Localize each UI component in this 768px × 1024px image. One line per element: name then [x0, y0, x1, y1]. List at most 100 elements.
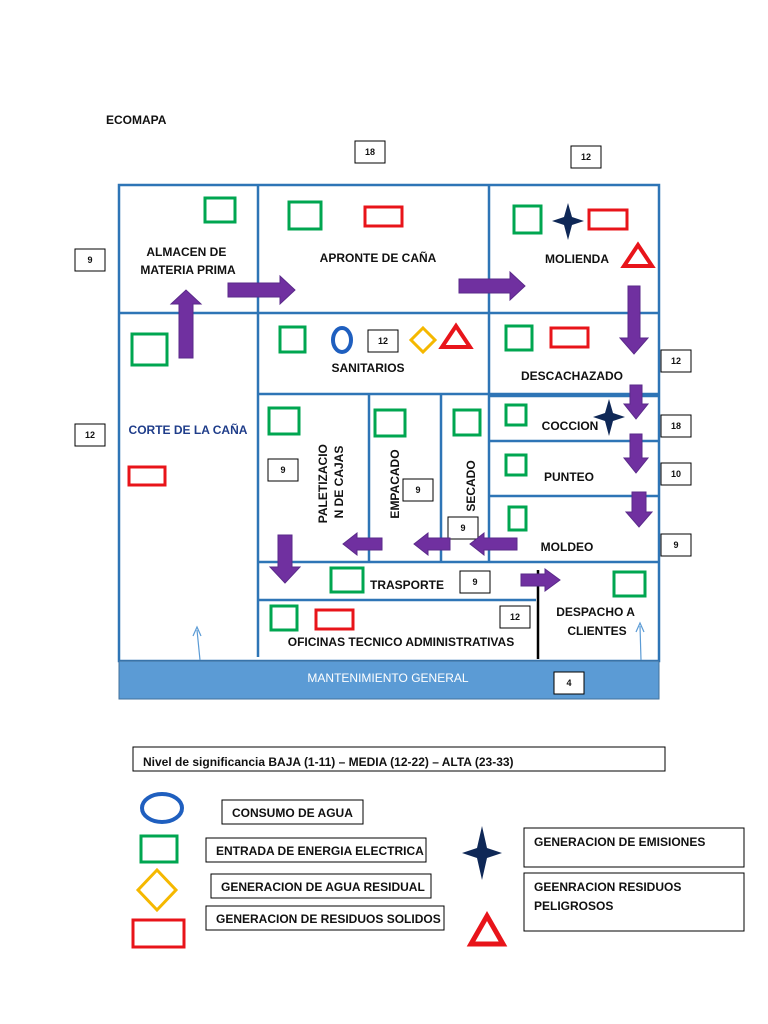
score-almacen: 9: [74, 248, 106, 272]
arrow-right-icon: [227, 274, 296, 306]
legend-hazardous-label: GEENRACION RESIDUOS PELIGROSOS: [534, 880, 685, 913]
significance-label: Nivel de significancia BAJA (1-11) – MED…: [143, 755, 514, 769]
energy-icon: [269, 604, 299, 632]
energy-icon: [287, 200, 323, 231]
svg-text:18: 18: [671, 421, 681, 431]
area-coccion-label: COCCION: [542, 419, 599, 433]
svg-text:12: 12: [510, 612, 520, 622]
area-molienda-label: MOLIENDA: [545, 252, 609, 266]
water-icon: [331, 326, 353, 354]
legend-wastewater-icon: [135, 867, 179, 913]
thin-arrowhead-icon: [635, 621, 645, 633]
svg-text:12: 12: [671, 356, 681, 366]
score-oficinas: 12: [499, 605, 531, 629]
svg-text:9: 9: [280, 465, 285, 475]
svg-text:12: 12: [85, 430, 95, 440]
area-despacho-line1: DESPACHO A: [556, 605, 635, 619]
solid-waste-icon: [549, 326, 590, 349]
arrow-down-icon: [622, 384, 650, 420]
area-sanitarios-label: SANITARIOS: [331, 361, 404, 375]
score-trasporte: 9: [459, 570, 491, 594]
legend-solid-label: GENERACION DE RESIDUOS SOLIDOS: [216, 912, 441, 926]
legend-hazardous-box: [523, 872, 745, 932]
arrow-down-icon: [268, 534, 302, 584]
legend-hazardous-icon: [466, 910, 508, 947]
energy-icon: [130, 332, 169, 367]
score-sanitarios: 12: [367, 329, 399, 353]
thin-arrowhead-icon: [192, 625, 202, 637]
area-paletizacion-line2: N DE CAJAS: [332, 446, 346, 519]
emission-icon: [593, 399, 625, 436]
solid-waste-icon: [587, 208, 629, 231]
score-mantenimiento: 4: [553, 671, 585, 695]
score-punteo: 10: [660, 462, 692, 486]
area-trasporte-label: TRASPORTE: [370, 578, 444, 592]
arrow-left-icon: [469, 531, 518, 557]
solid-waste-icon: [314, 608, 355, 631]
energy-icon: [278, 325, 307, 354]
page-title: ECOMAPA: [106, 113, 167, 127]
legend-energy-icon: [139, 834, 179, 864]
score-corte: 12: [74, 423, 106, 447]
svg-text:9: 9: [87, 255, 92, 265]
area-almacen-line1: ALMACEN DE: [146, 245, 226, 259]
energy-icon: [203, 196, 237, 224]
area-almacen-label: ALMACEN DE MATERIA PRIMA: [140, 245, 236, 277]
legend-emissions-box: [523, 827, 745, 868]
score-empacado: 9: [402, 478, 434, 502]
energy-icon: [329, 566, 365, 594]
svg-text:9: 9: [460, 523, 465, 533]
area-moldeo-label: MOLDEO: [541, 540, 594, 554]
energy-icon: [504, 403, 528, 427]
score-paletizacion: 9: [267, 458, 299, 482]
score-apronte: 18: [354, 140, 386, 164]
area-almacen-line2: MATERIA PRIMA: [140, 263, 236, 277]
solid-waste-icon: [363, 205, 404, 228]
area-oficinas-label: OFICINAS TECNICO ADMINISTRATIVAS: [288, 635, 514, 649]
svg-text:9: 9: [673, 540, 678, 550]
legend-wastewater-box: [210, 873, 432, 899]
area-despacho-label: DESPACHO A CLIENTES: [556, 605, 638, 638]
legend-emissions-icon: [462, 826, 502, 880]
legend-water-label: CONSUMO DE AGUA: [232, 806, 353, 820]
arrow-down-icon: [624, 491, 654, 528]
solid-waste-markers: [127, 205, 629, 631]
legend-hazardous-line1: GEENRACION RESIDUOS: [534, 880, 681, 894]
score-coccion: 18: [660, 414, 692, 438]
legend-solid-icon: [131, 918, 186, 949]
area-apronte-label: APRONTE DE CAÑA: [320, 250, 437, 265]
legend-energy-label: ENTRADA DE ENERGIA ELECTRICA: [216, 844, 424, 858]
solid-waste-icon: [127, 465, 167, 487]
legend-solid-box: [205, 905, 445, 931]
score-moldeo: 9: [660, 533, 692, 557]
arrow-right-icon: [520, 568, 561, 592]
energy-icon: [452, 408, 482, 437]
wastewater-icon: [408, 325, 438, 355]
legend: CONSUMO DE AGUA ENTRADA DE ENERGIA ELECT…: [131, 792, 745, 949]
thin-arrow-up-icon: [196, 629, 201, 661]
svg-text:9: 9: [472, 577, 477, 587]
arrow-down-icon: [618, 285, 650, 355]
svg-text:18: 18: [365, 147, 375, 157]
thin-arrows: [192, 621, 645, 661]
legend-energy-box: [205, 837, 427, 863]
area-empacado-label: EMPACADO: [388, 449, 402, 518]
arrow-left-icon: [342, 531, 383, 557]
area-secado-label: SECADO: [464, 460, 478, 511]
thin-arrow-up-icon: [639, 625, 642, 661]
energy-icon: [507, 505, 528, 532]
legend-hazardous-line2: PELIGROSOS: [534, 899, 613, 913]
area-mantenimiento-label: MANTENIMIENTO GENERAL: [307, 671, 468, 685]
hazardous-icon: [438, 322, 474, 349]
hazardous-icon: [620, 241, 656, 268]
area-despacho-line2: CLIENTES: [567, 624, 626, 638]
area-descachazado-label: DESCACHAZADO: [521, 369, 623, 383]
score-secado: 9: [447, 516, 479, 540]
score-descachazado: 12: [660, 349, 692, 373]
area-paletizacion-label: PALETIZACIO N DE CAJAS: [316, 441, 346, 523]
energy-icon: [504, 324, 534, 352]
legend-water-icon: [140, 792, 184, 824]
energy-markers: [130, 196, 647, 632]
svg-text:4: 4: [566, 678, 571, 688]
